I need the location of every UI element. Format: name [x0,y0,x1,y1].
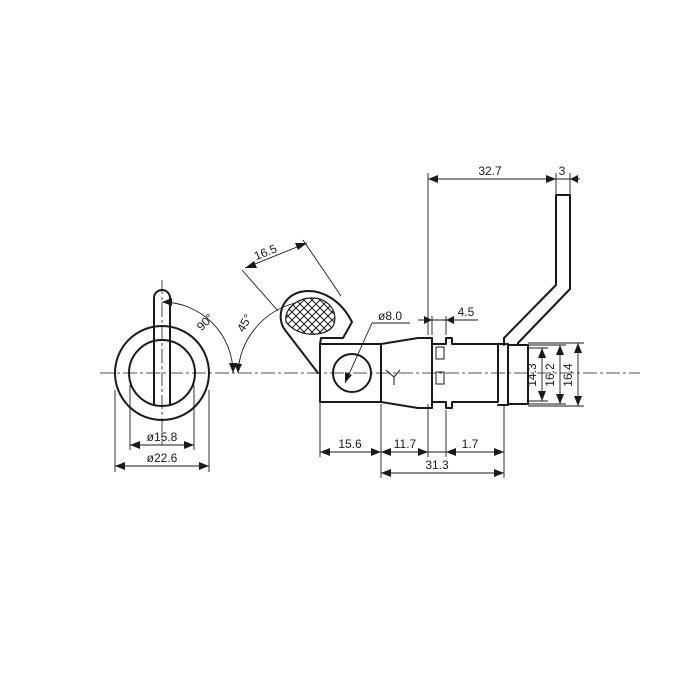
dim-dia-8: ø8.0 [378,309,402,323]
dim-16-4: 16.4 [561,363,575,387]
dim-11-7: 11.7 [394,437,417,451]
body-notch [385,369,401,385]
dim-3: 3 [559,164,566,178]
dim-14-3: 14.3 [525,363,539,387]
collar [431,337,499,409]
collar-slot-top [435,346,445,360]
dim-15-6: 15.6 [338,437,362,451]
dim-1-7: 1.7 [462,437,479,451]
dim-45-deg: 45° [234,311,255,334]
angle-dimensions [161,298,296,374]
dimension-labels: 32.7 3 16.5 90° 45° ø8.0 4.5 14.3 16.2 1… [147,164,575,472]
dim-32-7: 32.7 [478,164,502,178]
cam-arm [503,194,571,346]
knurl-pattern [285,297,336,335]
threaded-shaft [497,343,509,406]
dim-dia-22-6: ø22.6 [147,451,178,465]
dimension-lines [114,173,584,478]
angle-arc-45 [237,302,296,374]
tapered-body [380,337,433,409]
knurled-thumb-lever [279,290,353,374]
side-view [279,194,571,409]
dim-dia-15-8: ø15.8 [147,430,178,444]
hub-hole-8 [332,353,372,393]
dim-4-5: 4.5 [458,305,475,319]
dim-16-2: 16.2 [543,363,557,387]
collar-slot-bottom [435,371,445,385]
dim-90-deg: 90° [194,311,217,334]
angle-arc-90 [161,301,234,374]
dim-31-3: 31.3 [425,458,449,472]
